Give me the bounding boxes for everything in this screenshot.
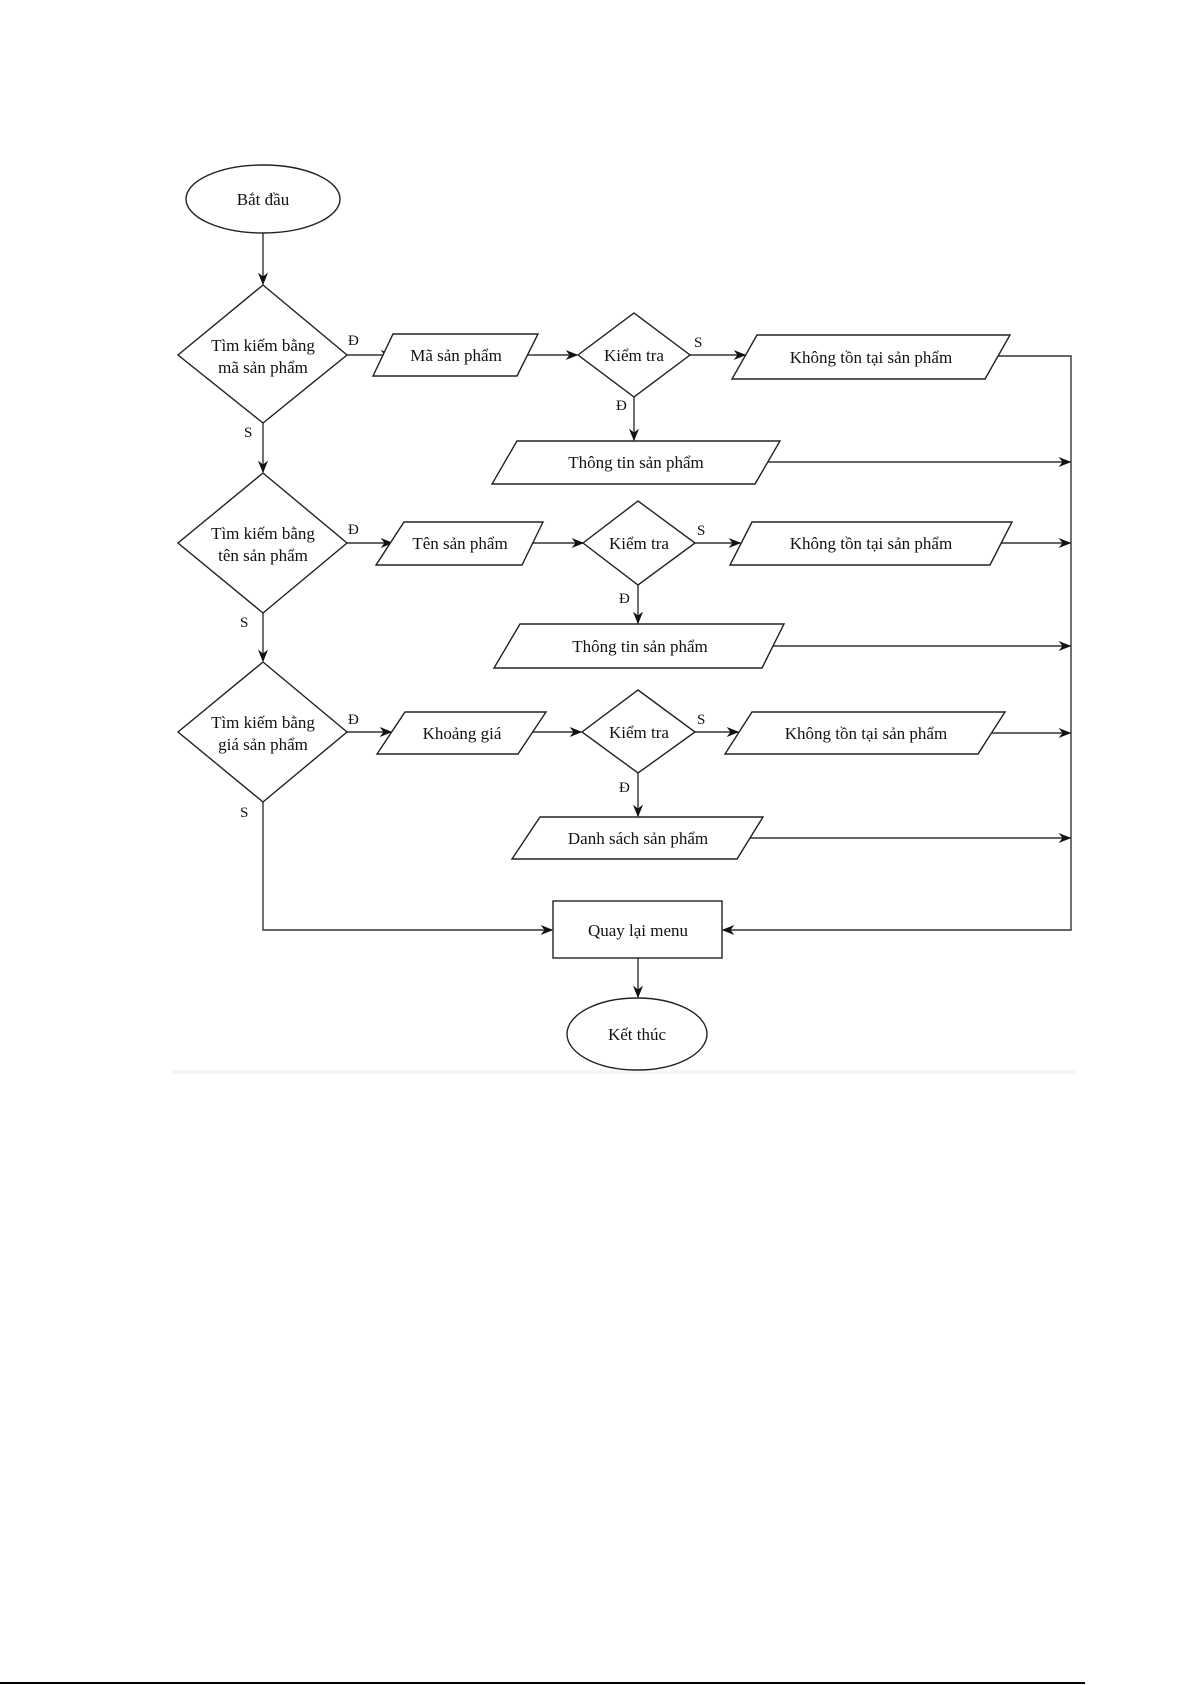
decision-shape [176, 472, 349, 614]
label-no: S [244, 425, 252, 441]
label-yes: Đ [348, 712, 359, 728]
node-back-menu: Quay lại menu [552, 900, 723, 959]
label-no: S [694, 335, 702, 351]
node-info-1: Thông tin sản phẩm [490, 440, 782, 485]
node-label-line-1: Tìm kiếm bằng [211, 713, 315, 732]
node-check-2: Kiểm tra [581, 500, 697, 586]
node-label-line-1: Tìm kiếm bằng [211, 524, 315, 543]
node-label: Không tồn tại sản phẩm [790, 534, 952, 553]
decision-shape [176, 284, 349, 424]
page-bottom-rule [0, 1682, 1085, 1684]
node-label: Kiểm tra [604, 346, 664, 365]
node-label-line-1: Tìm kiếm bằng [211, 336, 315, 355]
decision-shape [176, 661, 349, 803]
figure-bottom-edge [172, 1070, 1078, 1074]
io-shape [723, 711, 1007, 755]
node-search-code: Tìm kiếm bằng mã sản phẩm [176, 284, 349, 424]
node-list-3: Danh sách sản phẩm [510, 816, 765, 860]
node-label: Thông tin sản phẩm [572, 637, 708, 656]
edge-search-price-no [262, 802, 554, 936]
io-shape [730, 334, 1012, 380]
node-not-found-2: Không tồn tại sản phẩm [728, 521, 1014, 566]
node-label: Kiểm tra [609, 723, 669, 742]
io-shape [492, 623, 786, 669]
label-yes: Đ [348, 333, 359, 349]
label-yes: Đ [616, 398, 627, 414]
process-shape [552, 900, 723, 959]
node-search-price: Tìm kiếm bằng giá sản phẩm [176, 661, 349, 803]
io-shape [510, 816, 765, 860]
terminator-shape [566, 997, 708, 1071]
io-shape [371, 333, 540, 377]
node-label: Tên sản phẩm [412, 534, 507, 553]
decision-shape [576, 312, 692, 398]
label-no: S [240, 805, 248, 821]
node-label: Quay lại menu [588, 921, 689, 940]
node-label: Khoảng giá [423, 724, 502, 743]
node-label-line-2: tên sản phẩm [218, 546, 308, 565]
label-no: S [697, 712, 705, 728]
decision-shape [580, 689, 697, 774]
node-label: Kiểm tra [609, 534, 669, 553]
node-label: Bắt đầu [237, 190, 290, 209]
label-no: S [697, 523, 705, 539]
node-label: Thông tin sản phẩm [568, 453, 704, 472]
node-search-name: Tìm kiếm bằng tên sản phẩm [176, 472, 349, 614]
node-info-2: Thông tin sản phẩm [492, 623, 786, 669]
edge-labels: Đ S S Đ Đ S S Đ Đ S S Đ [240, 333, 705, 821]
label-yes: Đ [619, 591, 630, 607]
node-end: Kết thúc [566, 997, 708, 1071]
node-label: Danh sách sản phẩm [568, 829, 708, 848]
node-not-found-1: Không tồn tại sản phẩm [730, 334, 1012, 380]
label-yes: Đ [348, 522, 359, 538]
label-yes: Đ [619, 780, 630, 796]
node-start: Bắt đầu [185, 164, 341, 234]
node-label: Mã sản phẩm [410, 346, 502, 365]
decision-shape [581, 500, 697, 586]
edges [257, 233, 1072, 999]
io-shape [728, 521, 1014, 566]
node-not-found-3: Không tồn tại sản phẩm [723, 711, 1007, 755]
io-shape [490, 440, 782, 485]
node-label: Không tồn tại sản phẩm [785, 724, 947, 743]
node-label-line-2: mã sản phẩm [218, 358, 308, 377]
io-shape [375, 711, 548, 755]
node-label: Kết thúc [608, 1025, 667, 1044]
node-label-line-2: giá sản phẩm [218, 735, 308, 754]
terminator-shape [185, 164, 341, 234]
io-shape [374, 521, 545, 566]
node-label: Không tồn tại sản phẩm [790, 348, 952, 367]
label-no: S [240, 615, 248, 631]
node-input-name: Tên sản phẩm [374, 521, 545, 566]
node-check-3: Kiểm tra [580, 689, 697, 774]
node-check-1: Kiểm tra [576, 312, 692, 398]
node-input-price: Khoảng giá [375, 711, 548, 755]
node-input-code: Mã sản phẩm [371, 333, 540, 377]
